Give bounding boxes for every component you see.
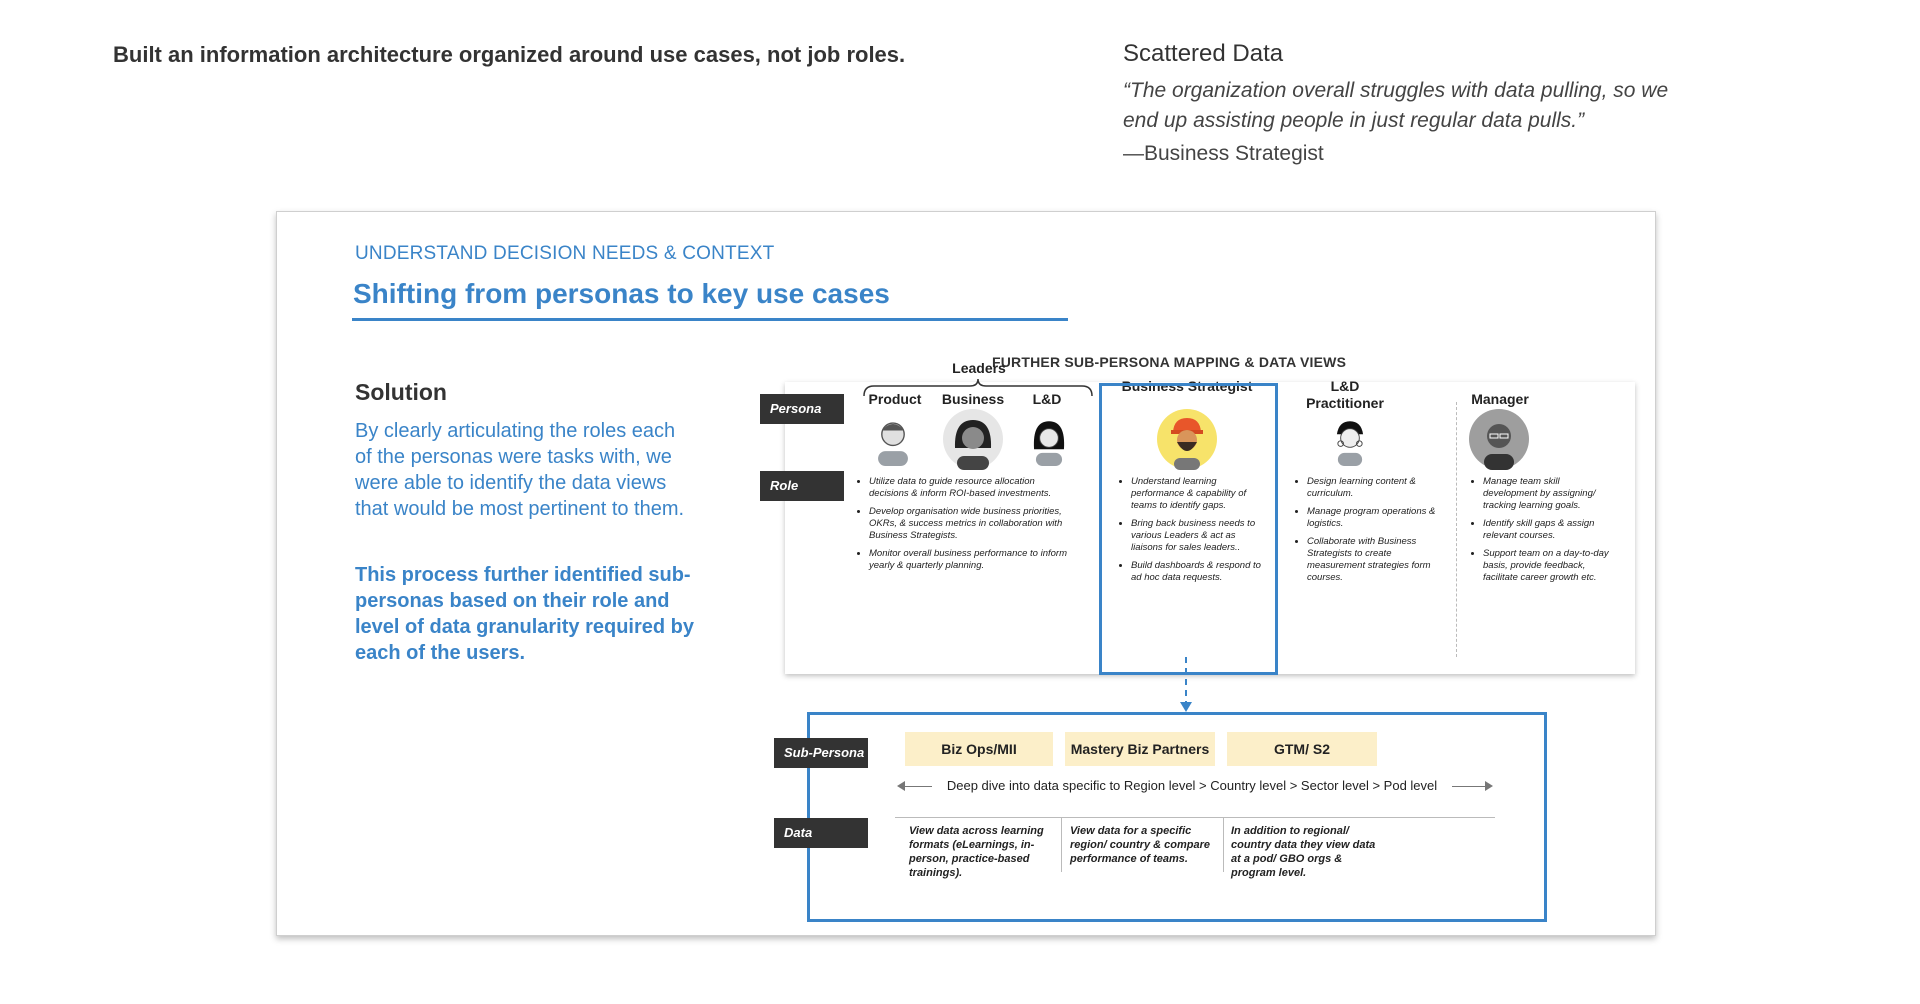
list-item: Bring back business needs to various Lea… (1131, 518, 1269, 554)
avatar-business-icon (942, 408, 1004, 470)
avatar-ld-practitioner-icon (1322, 410, 1378, 466)
quote-block: Scattered Data “The organization overall… (1123, 40, 1703, 166)
list-item: Build dashboards & respond to ad hoc dat… (1131, 560, 1269, 584)
arrow-left-icon (897, 781, 905, 791)
roles-manager: Manage team skill development by assigni… (1473, 476, 1611, 590)
slide-title: Shifting from personas to key use cases (353, 278, 890, 309)
list-item: Monitor overall business performance to … (869, 548, 1077, 572)
arrow-right-icon (1485, 781, 1493, 791)
data-divider (1061, 818, 1062, 872)
data-rule (895, 817, 1495, 818)
quote-title: Scattered Data (1123, 40, 1284, 67)
data-label: Data (774, 818, 868, 848)
quote-author: —Business Strategist (1123, 142, 1324, 165)
data-divider (1223, 818, 1224, 872)
down-arrow-icon (1180, 702, 1192, 712)
avatar-business-strategist-icon (1156, 408, 1218, 470)
slide-image: UNDERSTAND DECISION NEEDS & CONTEXT Shif… (276, 211, 1656, 936)
list-item: Manage program operations & logistics. (1307, 506, 1437, 530)
list-item: Collaborate with Business Strategists to… (1307, 536, 1437, 584)
sub-persona-mastery-biz-partners: Mastery Biz Partners (1065, 732, 1215, 766)
column-divider (1456, 402, 1457, 657)
quote-text: “The organization overall struggles with… (1123, 79, 1669, 132)
deep-dive-text: Deep dive into data specific to Region l… (932, 775, 1452, 797)
solution-text: By clearly articulating the roles each o… (355, 420, 685, 520)
data-view-biz-ops: View data across learning formats (eLear… (909, 825, 1044, 879)
data-view-mastery-biz-partners: View data for a specific region/ country… (1070, 825, 1210, 865)
role-label: Role (760, 471, 844, 501)
list-item: Develop organisation wide business prior… (869, 506, 1077, 542)
avatar-manager-icon (1468, 408, 1530, 470)
sub-persona-gtm: GTM/ S2 (1227, 732, 1377, 766)
list-item: Identify skill gaps & assign relevant co… (1483, 518, 1611, 542)
column-ld-practitioner: L&D Practitioner (1306, 378, 1384, 411)
page-headline: Built an information architecture organi… (113, 42, 906, 67)
mapping-title: FURTHER SUB-PERSONA MAPPING & DATA VIEWS (992, 354, 1347, 370)
leaders-brace-icon (863, 378, 1093, 397)
list-item: Understand learning performance & capabi… (1131, 476, 1269, 512)
column-ld: L&D (1032, 391, 1062, 407)
slide-kicker: UNDERSTAND DECISION NEEDS & CONTEXT (355, 243, 775, 264)
roles-business-strategist: Understand learning performance & capabi… (1121, 476, 1269, 590)
list-item: Manage team skill development by assigni… (1483, 476, 1611, 512)
sub-persona-label: Sub-Persona (774, 738, 868, 768)
roles-ld-practitioner: Design learning content & curriculum. Ma… (1297, 476, 1437, 590)
list-item: Design learning content & curriculum. (1307, 476, 1437, 500)
title-underline (352, 318, 1068, 321)
sub-persona-biz-ops: Biz Ops/MII (905, 732, 1053, 766)
down-arrow-line (1185, 657, 1187, 707)
list-item: Support team on a day-to-day basis, prov… (1483, 548, 1611, 584)
solution-bold-text: This process further identified sub-pers… (355, 564, 694, 664)
avatar-product-icon (865, 410, 921, 466)
list-item: Utilize data to guide resource allocatio… (869, 476, 1077, 500)
highlight-business-strategist (1099, 383, 1278, 675)
roles-leaders: Utilize data to guide resource allocatio… (859, 476, 1077, 578)
column-manager: Manager (1471, 391, 1529, 407)
avatar-ld-icon (1021, 410, 1077, 466)
solution-title: Solution (355, 379, 447, 405)
leaders-group-label: Leaders (952, 360, 1006, 376)
column-business: Business (941, 391, 1005, 407)
column-business-strategist: Business Strategist (1121, 378, 1253, 394)
data-view-gtm: In addition to regional/ country data th… (1231, 825, 1376, 879)
persona-label: Persona (760, 394, 844, 424)
column-product: Product (868, 391, 922, 407)
